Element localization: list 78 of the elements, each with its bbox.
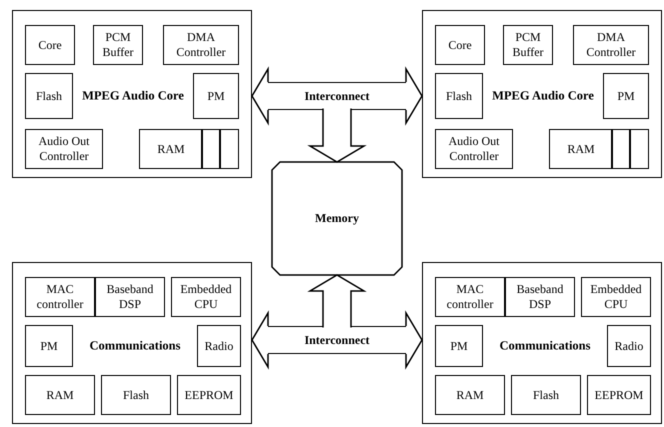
component-box bbox=[25, 129, 103, 169]
component-box bbox=[197, 325, 241, 367]
component-label: Flash bbox=[34, 88, 63, 104]
component-box bbox=[101, 375, 171, 415]
component-box bbox=[177, 375, 241, 415]
component-box bbox=[435, 325, 483, 367]
component-label: Embedded CPU bbox=[589, 282, 643, 312]
component-label: Audio Out Controller bbox=[38, 134, 90, 164]
component-box bbox=[435, 25, 485, 65]
memory-block bbox=[272, 162, 402, 275]
component-box bbox=[25, 375, 95, 415]
panel-title: Communications bbox=[500, 338, 590, 354]
panel-title: Communications bbox=[90, 338, 180, 354]
block-arrow bbox=[307, 274, 367, 328]
component-label: PCM Buffer bbox=[511, 30, 545, 60]
component-label: Baseband DSP bbox=[516, 282, 564, 312]
component-label: DMA Controller bbox=[585, 30, 637, 60]
component-box bbox=[193, 73, 239, 119]
component-box bbox=[511, 375, 581, 415]
component-label: RAM bbox=[156, 142, 186, 156]
component-box bbox=[587, 375, 651, 415]
component-box bbox=[503, 25, 553, 65]
memory-label: Memory bbox=[315, 211, 359, 226]
component-box bbox=[25, 73, 73, 119]
component-label: Core bbox=[447, 38, 473, 52]
component-label: PM bbox=[616, 88, 636, 104]
component-box bbox=[25, 277, 95, 317]
panel-title: MPEG Audio Core bbox=[492, 88, 594, 104]
subsystem-panel bbox=[422, 10, 662, 178]
component-box bbox=[607, 325, 651, 367]
component-label: MAC controller bbox=[446, 282, 494, 312]
component-label: PM bbox=[39, 338, 59, 354]
component-label: PM bbox=[449, 338, 469, 354]
panel-title: MPEG Audio Core bbox=[82, 88, 184, 104]
block-arrow bbox=[405, 310, 423, 370]
component-box bbox=[435, 73, 483, 119]
component-label: RAM bbox=[45, 388, 75, 402]
component-box bbox=[573, 25, 649, 65]
component-box bbox=[139, 129, 239, 169]
block-arrow bbox=[307, 108, 367, 163]
component-label: EEPROM bbox=[184, 388, 234, 402]
component-box bbox=[163, 25, 239, 65]
block-arrow bbox=[251, 310, 269, 370]
component-label: Flash bbox=[444, 88, 473, 104]
component-box bbox=[603, 73, 649, 119]
component-box bbox=[581, 277, 651, 317]
component-box bbox=[171, 277, 241, 317]
component-label: Baseband DSP bbox=[106, 282, 154, 312]
subsystem-panel bbox=[12, 10, 252, 178]
component-box bbox=[435, 129, 513, 169]
component-label: RAM bbox=[566, 142, 596, 156]
component-box bbox=[435, 277, 505, 317]
component-label: MAC controller bbox=[36, 282, 84, 312]
component-label: PCM Buffer bbox=[101, 30, 135, 60]
interconnect-label: Interconnect bbox=[304, 88, 370, 104]
component-label: Radio bbox=[614, 338, 644, 354]
component-box bbox=[93, 25, 143, 65]
block-arrow bbox=[405, 66, 423, 126]
component-label: RAM bbox=[455, 388, 485, 402]
component-label: Flash bbox=[122, 388, 150, 402]
component-label: PM bbox=[206, 88, 226, 104]
subsystem-panel bbox=[12, 262, 252, 424]
component-box bbox=[549, 129, 649, 169]
component-label: Embedded CPU bbox=[179, 282, 233, 312]
component-label: EEPROM bbox=[594, 388, 644, 402]
component-label: Flash bbox=[532, 388, 560, 402]
component-label: Radio bbox=[204, 338, 234, 354]
component-box bbox=[435, 375, 505, 415]
component-box bbox=[505, 277, 575, 317]
component-label: DMA Controller bbox=[175, 30, 227, 60]
interconnect-label: Interconnect bbox=[304, 332, 370, 348]
subsystem-panel bbox=[422, 262, 662, 424]
component-box bbox=[95, 277, 165, 317]
block-arrow bbox=[251, 66, 269, 126]
component-box bbox=[25, 25, 75, 65]
component-label: Core bbox=[37, 38, 63, 52]
component-box bbox=[25, 325, 73, 367]
component-label: Audio Out Controller bbox=[448, 134, 500, 164]
